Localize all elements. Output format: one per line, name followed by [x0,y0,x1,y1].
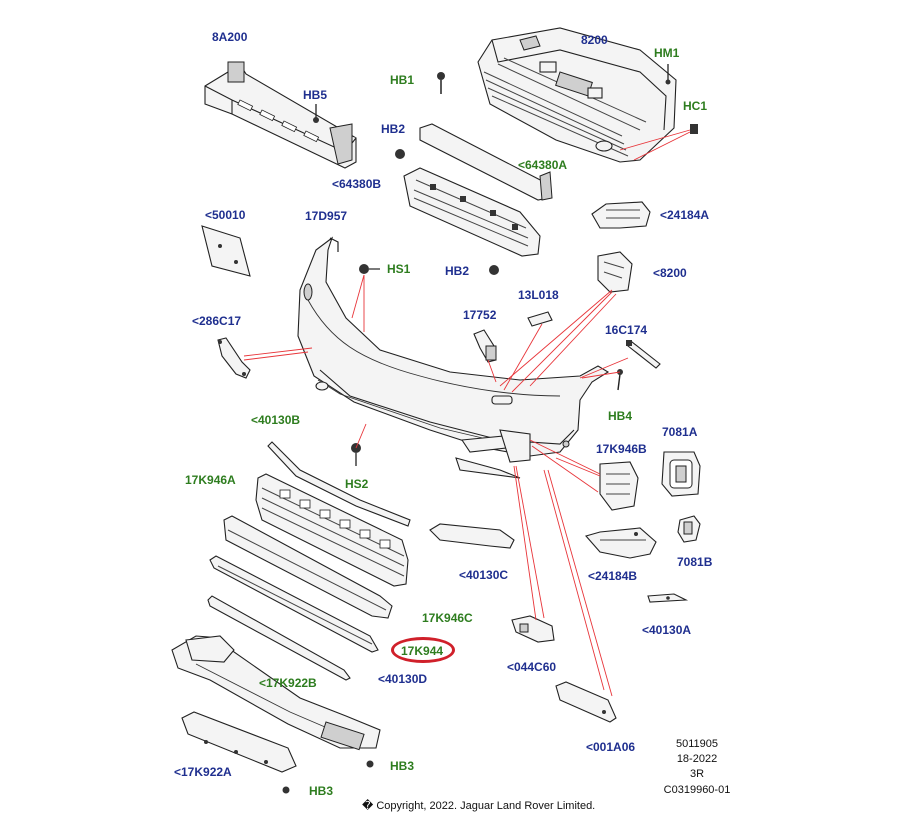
label-8200-bracket: <8200 [653,266,687,280]
label-hb5: HB5 [303,88,328,102]
label-8a200: 8A200 [212,30,248,44]
label-17k946a: 17K946A [185,473,236,487]
label-50010: <50010 [205,208,246,222]
info-line-3: 3R [689,768,705,780]
part-50010-plate [201,225,251,277]
fastener-hb3-a [366,760,374,768]
part-bumper-cover [297,236,610,479]
part-8a200-bracket [204,61,357,169]
part-40130d-strip [207,595,351,681]
label-17752: 17752 [463,308,497,322]
part-17k922b-undertray [171,635,381,751]
fastener-hb5 [313,104,319,123]
part-16c174 [626,340,661,369]
fastener-hb1 [437,72,445,94]
label-hb3-right: HB3 [390,759,415,773]
fastener-hs1 [359,264,380,274]
part-13l018 [527,311,553,327]
label-001a06: <001A06 [586,740,636,754]
label-17k946b: 17K946B [596,442,647,456]
info-line-2: 18-2022 [676,753,718,765]
label-hs1: HS1 [387,262,411,276]
label-40130a: <40130A [642,623,692,637]
label-40130d: <40130D [378,672,428,686]
part-17k946a-grille [255,473,409,587]
info-line-4: C0319960-01 [663,784,731,796]
part-17752 [473,329,497,363]
part-40130a-trim [647,593,689,603]
fastener-hb3-b [282,786,290,794]
label-7081b: 7081B [677,555,713,569]
part-17k946c-grille [223,515,393,619]
label-64380b: <64380B [332,177,382,191]
part-40130c-trim [429,523,515,549]
part-64380b-absorber [403,167,541,257]
fastener-hb2-mid [489,265,499,275]
part-286c17 [217,337,251,379]
label-hb1: HB1 [390,73,415,87]
part-17k922a-panel [181,711,297,773]
label-16c174: 16C174 [605,323,648,337]
label-40130c: <40130C [459,568,509,582]
label-17d957: 17D957 [305,209,348,223]
label-17k946c: 17K946C [422,611,473,625]
label-hb4: HB4 [608,409,633,423]
label-64380a: <64380A [518,158,568,172]
label-hc1: HC1 [683,99,708,113]
label-hs2: HS2 [345,477,369,491]
label-8200-grille: 8200 [581,33,608,47]
part-24184b-trim [585,527,657,559]
part-upper-strip [419,123,553,201]
leader-lines [243,129,691,697]
part-17k944-strip [209,555,379,653]
copyright-notice: � Copyright, 2022. Jaguar Land Rover Lim… [362,800,596,812]
fastener-hs2 [351,443,361,466]
fastener-hc1 [690,124,698,134]
part-8200-grille [477,27,677,163]
label-17k922a: <17K922A [174,765,232,779]
label-hb3-left: HB3 [309,784,334,798]
part-044c60-bracket [511,615,555,643]
label-hb2-mid: HB2 [445,264,470,278]
part-7081a-housing [661,451,701,497]
highlight-ring-17k944 [391,637,455,663]
label-24184b: <24184B [588,569,638,583]
part-24184a-duct [591,201,651,229]
label-17k922b: <17K922B [259,676,317,690]
label-40130b: <40130B [251,413,301,427]
fastener-hm1 [665,64,671,85]
part-001a06-trim [555,681,617,723]
part-8200-bracket [597,251,633,293]
part-40130b-strip [267,441,411,527]
info-line-1: 5011905 [675,738,718,750]
label-044c60: <044C60 [507,660,557,674]
fastener-hb2-top [395,149,405,159]
part-7081b-sensor [677,515,701,543]
label-13l018: 13L018 [518,288,559,302]
part-17k946b [599,461,639,511]
label-286c17: <286C17 [192,314,242,328]
label-hm1: HM1 [654,46,680,60]
label-7081a: 7081A [662,425,698,439]
label-hb2-top: HB2 [381,122,406,136]
label-24184a: <24184A [660,208,710,222]
